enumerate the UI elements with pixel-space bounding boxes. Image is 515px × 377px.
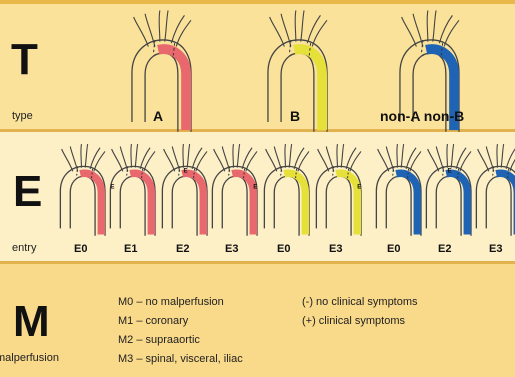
symptom-item: (+) clinical symptoms	[302, 315, 405, 327]
entry-marker: E	[447, 168, 451, 175]
malperfusion-item: M0 – no malperfusion	[118, 296, 224, 308]
malperfusion-item: M1 – coronary	[118, 315, 188, 327]
aorta-entry-4: E	[212, 144, 257, 236]
entry-label: E3	[329, 243, 342, 255]
entry-label: E1	[124, 243, 137, 255]
aorta-entry-2: E	[110, 144, 155, 236]
entry-marker: E	[183, 168, 187, 175]
entry-marker: E	[110, 184, 114, 191]
entry-label: E0	[387, 243, 400, 255]
aorta-entry-6: E	[316, 144, 361, 236]
entry-label: E0	[74, 243, 87, 255]
entry-label: E3	[489, 243, 502, 255]
aorta-entry-8: E	[426, 144, 471, 236]
aorta-entry-3: E	[162, 144, 207, 236]
entry-marker: E	[357, 184, 361, 191]
entry-label: E0	[277, 243, 290, 255]
aorta-entry-1	[60, 144, 105, 236]
aorta-entry-7	[376, 144, 421, 236]
type-label-a: A	[153, 108, 163, 124]
type-label-b: B	[290, 108, 300, 124]
entry-marker: E	[253, 184, 257, 191]
entry-label: E3	[225, 243, 238, 255]
entry-label: E2	[176, 243, 189, 255]
malperfusion-item: M3 – spinal, visceral, iliac	[118, 353, 243, 365]
entry-label: E2	[438, 243, 451, 255]
aorta-entry-9: E	[476, 144, 515, 236]
malperfusion-item: M2 – supraaortic	[118, 334, 200, 346]
symptom-item: (-) no clinical symptoms	[302, 296, 418, 308]
aorta-entry-5	[264, 144, 309, 236]
type-label-non-a-non-b: non-A non-B	[380, 108, 464, 124]
